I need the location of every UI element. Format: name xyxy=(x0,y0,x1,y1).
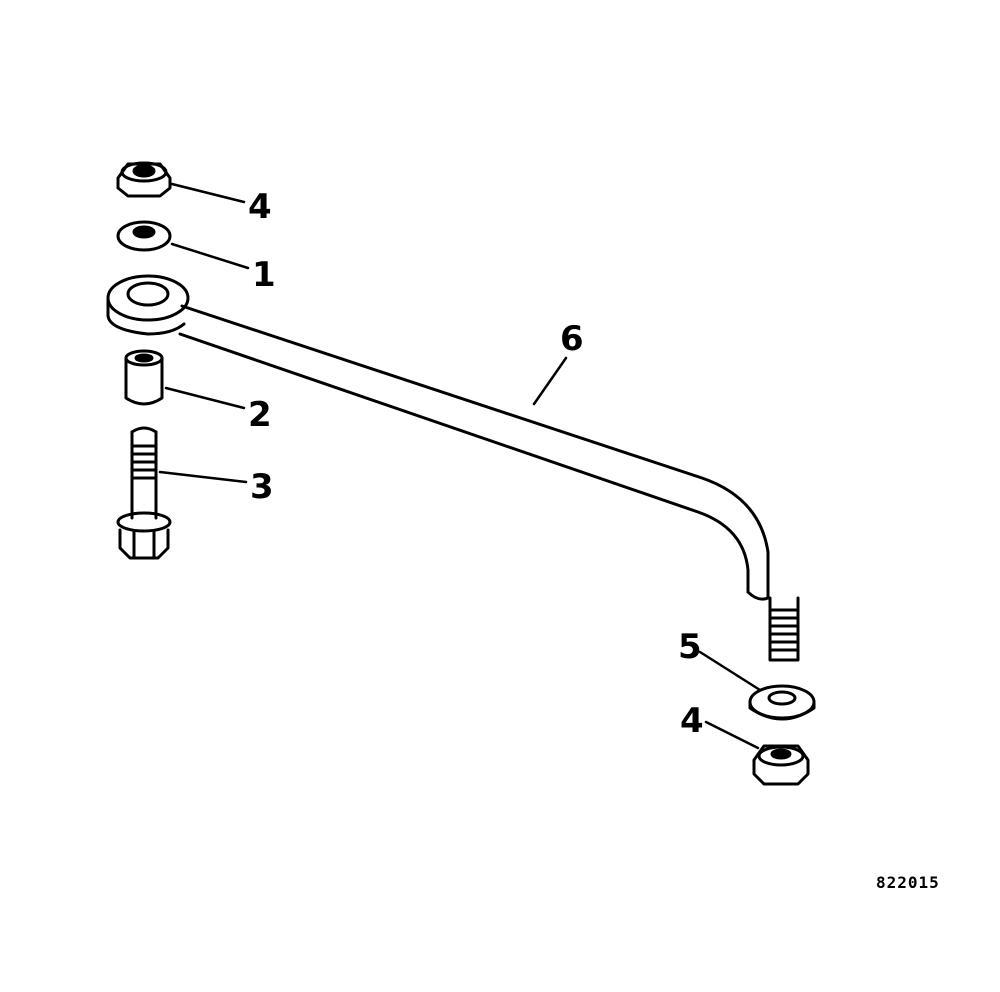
callout-4-bottom: 4 xyxy=(680,701,704,741)
callout-2: 2 xyxy=(248,395,272,435)
callout-1: 1 xyxy=(252,255,276,295)
leader-lines xyxy=(158,182,762,750)
spacer xyxy=(124,349,164,406)
bottom-washer xyxy=(748,684,816,721)
callout-5: 5 xyxy=(678,627,702,667)
callout-4-top: 4 xyxy=(248,187,272,227)
figure-code: 822015 xyxy=(876,873,940,892)
bolt xyxy=(116,426,172,560)
link-rod xyxy=(106,274,800,662)
callout-6: 6 xyxy=(560,319,584,359)
bottom-nut xyxy=(752,744,810,786)
top-nut xyxy=(116,161,172,198)
callout-3: 3 xyxy=(250,467,274,507)
top-washer xyxy=(116,220,172,252)
